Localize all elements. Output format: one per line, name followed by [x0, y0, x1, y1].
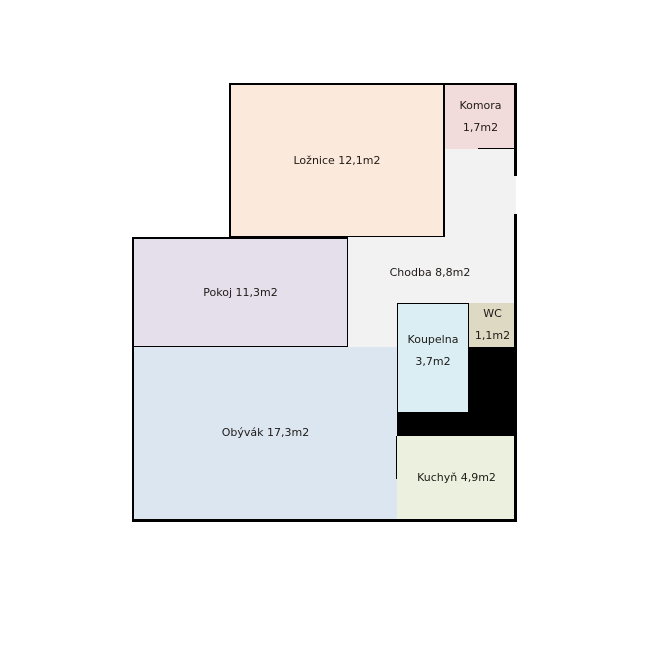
wc-area: 1,1m2	[474, 329, 511, 342]
room-obyvak: Obývák 17,3m2	[132, 347, 397, 522]
kuchyn-label: Kuchyň 4,9m2	[417, 470, 496, 484]
room-chodba-label-area: Chodba 8,8m2	[360, 255, 500, 290]
room-komora: Komora 1,7m2	[445, 83, 516, 149]
room-loznice: Ložnice 12,1m2	[229, 83, 445, 237]
komora-name: Komora	[459, 99, 502, 112]
wc-name: WC	[483, 307, 502, 320]
komora-area: 1,7m2	[462, 121, 499, 134]
right-wall-lower	[514, 214, 517, 522]
room-wc: WC 1,1m2	[468, 303, 516, 347]
wall-block	[397, 412, 516, 436]
loznice-label: Ložnice 12,1m2	[293, 153, 381, 167]
room-koupelna: Koupelna 3,7m2	[397, 303, 468, 412]
pokoj-label: Pokoj 11,3m2	[203, 285, 278, 299]
room-pokoj: Pokoj 11,3m2	[132, 237, 348, 347]
room-kuchyn: Kuchyň 4,9m2	[397, 436, 516, 522]
koupelna-area: 3,7m2	[415, 355, 451, 368]
koupelna-name: Koupelna	[407, 333, 459, 346]
right-wall-upper	[514, 83, 517, 176]
komora-wall	[478, 148, 516, 149]
obyvak-label: Obývák 17,3m2	[221, 426, 310, 439]
chodba-label: Chodba 8,8m2	[389, 265, 471, 279]
kuchyn-wall	[396, 436, 397, 479]
